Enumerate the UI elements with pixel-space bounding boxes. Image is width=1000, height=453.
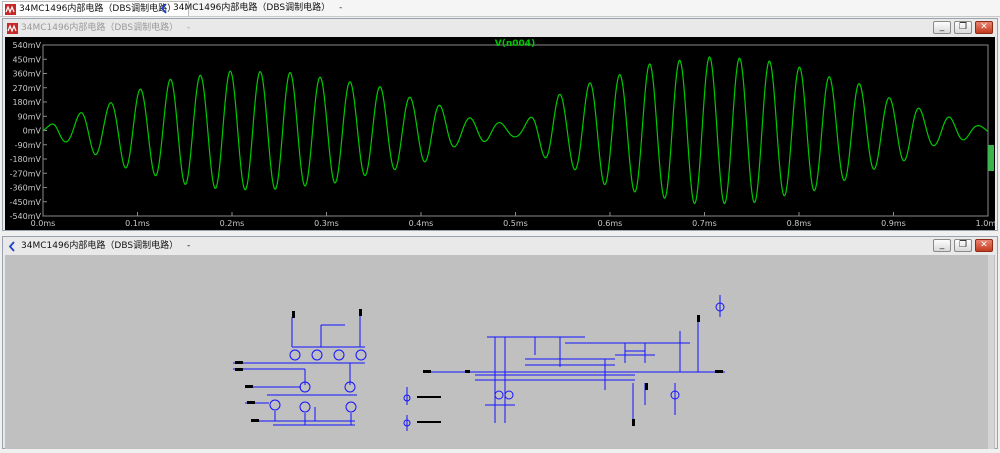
x-tick-label: 0.4ms [409,219,434,228]
x-tick-label: 0.1ms [125,219,150,228]
x-axis: 0.0ms 0.1ms 0.2ms 0.3ms 0.4ms 0.5ms 0.6ms 0.7ms… [31,212,1000,228]
minimize-button[interactable]: _ [933,21,951,34]
restore-button[interactable]: ❐ [954,21,972,34]
y-tick-label: 90mV [18,112,42,121]
trace-label[interactable]: V(n004) [495,39,535,49]
close-button[interactable]: ✕ [975,239,993,252]
waveform-window-title: 34MC1496内部电路（DBS调制电路） [21,23,179,33]
schematic-icon [8,241,15,252]
schematic-window-title: 34MC1496内部电路（DBS调制电路） [21,241,179,251]
waveform-window: 34MC1496内部电路（DBS调制电路） - _ ❐ ✕ 540mV 450mV… [2,18,1000,231]
plot-frame [42,44,989,217]
x-tick-label: 0.3ms [314,219,339,228]
y-tick-label: 540mV [12,41,41,50]
x-tick-label: 0.0ms [31,219,56,228]
schematic-icon [160,3,167,14]
schematic-labels [235,309,723,426]
waveform-window-dash: - [186,23,191,33]
waveform-plot[interactable]: 540mV 450mV 360mV 270mV 180mV 90mV 0mV -90mV -18… [5,37,1000,230]
schematic-window: 34MC1496内部电路（DBS调制电路） - _ ❐ ✕ [2,236,998,449]
y-tick-label: -180mV [10,155,42,164]
schematic-window-dash: - [186,241,191,251]
x-tick-label: 1.0ms [976,219,995,228]
y-tick-label: 180mV [12,98,41,107]
tab-schematic-title: 34MC1496内部电路（DBS调制电路） [173,3,331,13]
plot-scroll-indicator[interactable] [988,145,994,171]
waveform-window-titlebar[interactable]: 34MC1496内部电路（DBS调制电路） - [3,19,997,37]
tab-waveform-title: 34MC1496内部电路（DBS调制电路） [19,4,177,14]
y-tick-label: -540mV [10,212,42,221]
tab-schematic[interactable]: 34MC1496内部电路（DBS调制电路） - [157,1,342,16]
minimize-button[interactable]: _ [933,239,951,252]
x-tick-label: 0.7ms [692,219,717,228]
y-tick-label: 450mV [12,55,41,64]
x-tick-label: 0.2ms [220,219,245,228]
x-tick-label: 0.9ms [881,219,906,228]
waveform-icon [7,23,18,34]
y-tick-label: 0mV [23,127,42,136]
mc1496-internal-circuit[interactable] [233,295,725,431]
restore-button[interactable]: ❐ [954,239,972,252]
x-tick-label: 0.8ms [787,219,812,228]
schematic-window-titlebar[interactable]: 34MC1496内部电路（DBS调制电路） - [3,237,997,255]
schematic-window-controls: _ ❐ ✕ [930,239,993,253]
tab-waveform[interactable]: 34MC1496内部电路（DBS调制电路） - [2,1,190,16]
y-axis: 540mV 450mV 360mV 270mV 180mV 90mV 0mV -90mV -18… [10,41,47,221]
y-tick-label: 270mV [12,84,41,93]
x-tick-label: 0.6ms [598,219,623,228]
waveform-window-controls: _ ❐ ✕ [930,21,993,35]
tab-waveform-close[interactable]: - [184,4,189,14]
y-tick-label: -270mV [10,169,42,178]
document-tab-bar: 34MC1496内部电路（DBS调制电路） - 34MC1496内部电路（DBS… [0,0,1000,17]
schematic-drawing[interactable] [5,255,995,449]
trace-v-n004[interactable] [42,56,989,205]
y-tick-label: -450mV [10,198,42,207]
close-button[interactable]: ✕ [975,21,993,34]
y-tick-label: 360mV [12,70,41,79]
x-tick-label: 0.5ms [503,219,528,228]
tab-schematic-close[interactable]: - [338,3,343,13]
y-tick-label: -360mV [10,184,42,193]
schematic-scrollbar[interactable] [988,255,994,449]
y-tick-label: -90mV [15,141,42,150]
waveform-icon [5,4,16,15]
schematic-canvas[interactable] [5,255,995,449]
plot-pane[interactable]: 540mV 450mV 360mV 270mV 180mV 90mV 0mV -90mV -18… [5,37,1000,230]
